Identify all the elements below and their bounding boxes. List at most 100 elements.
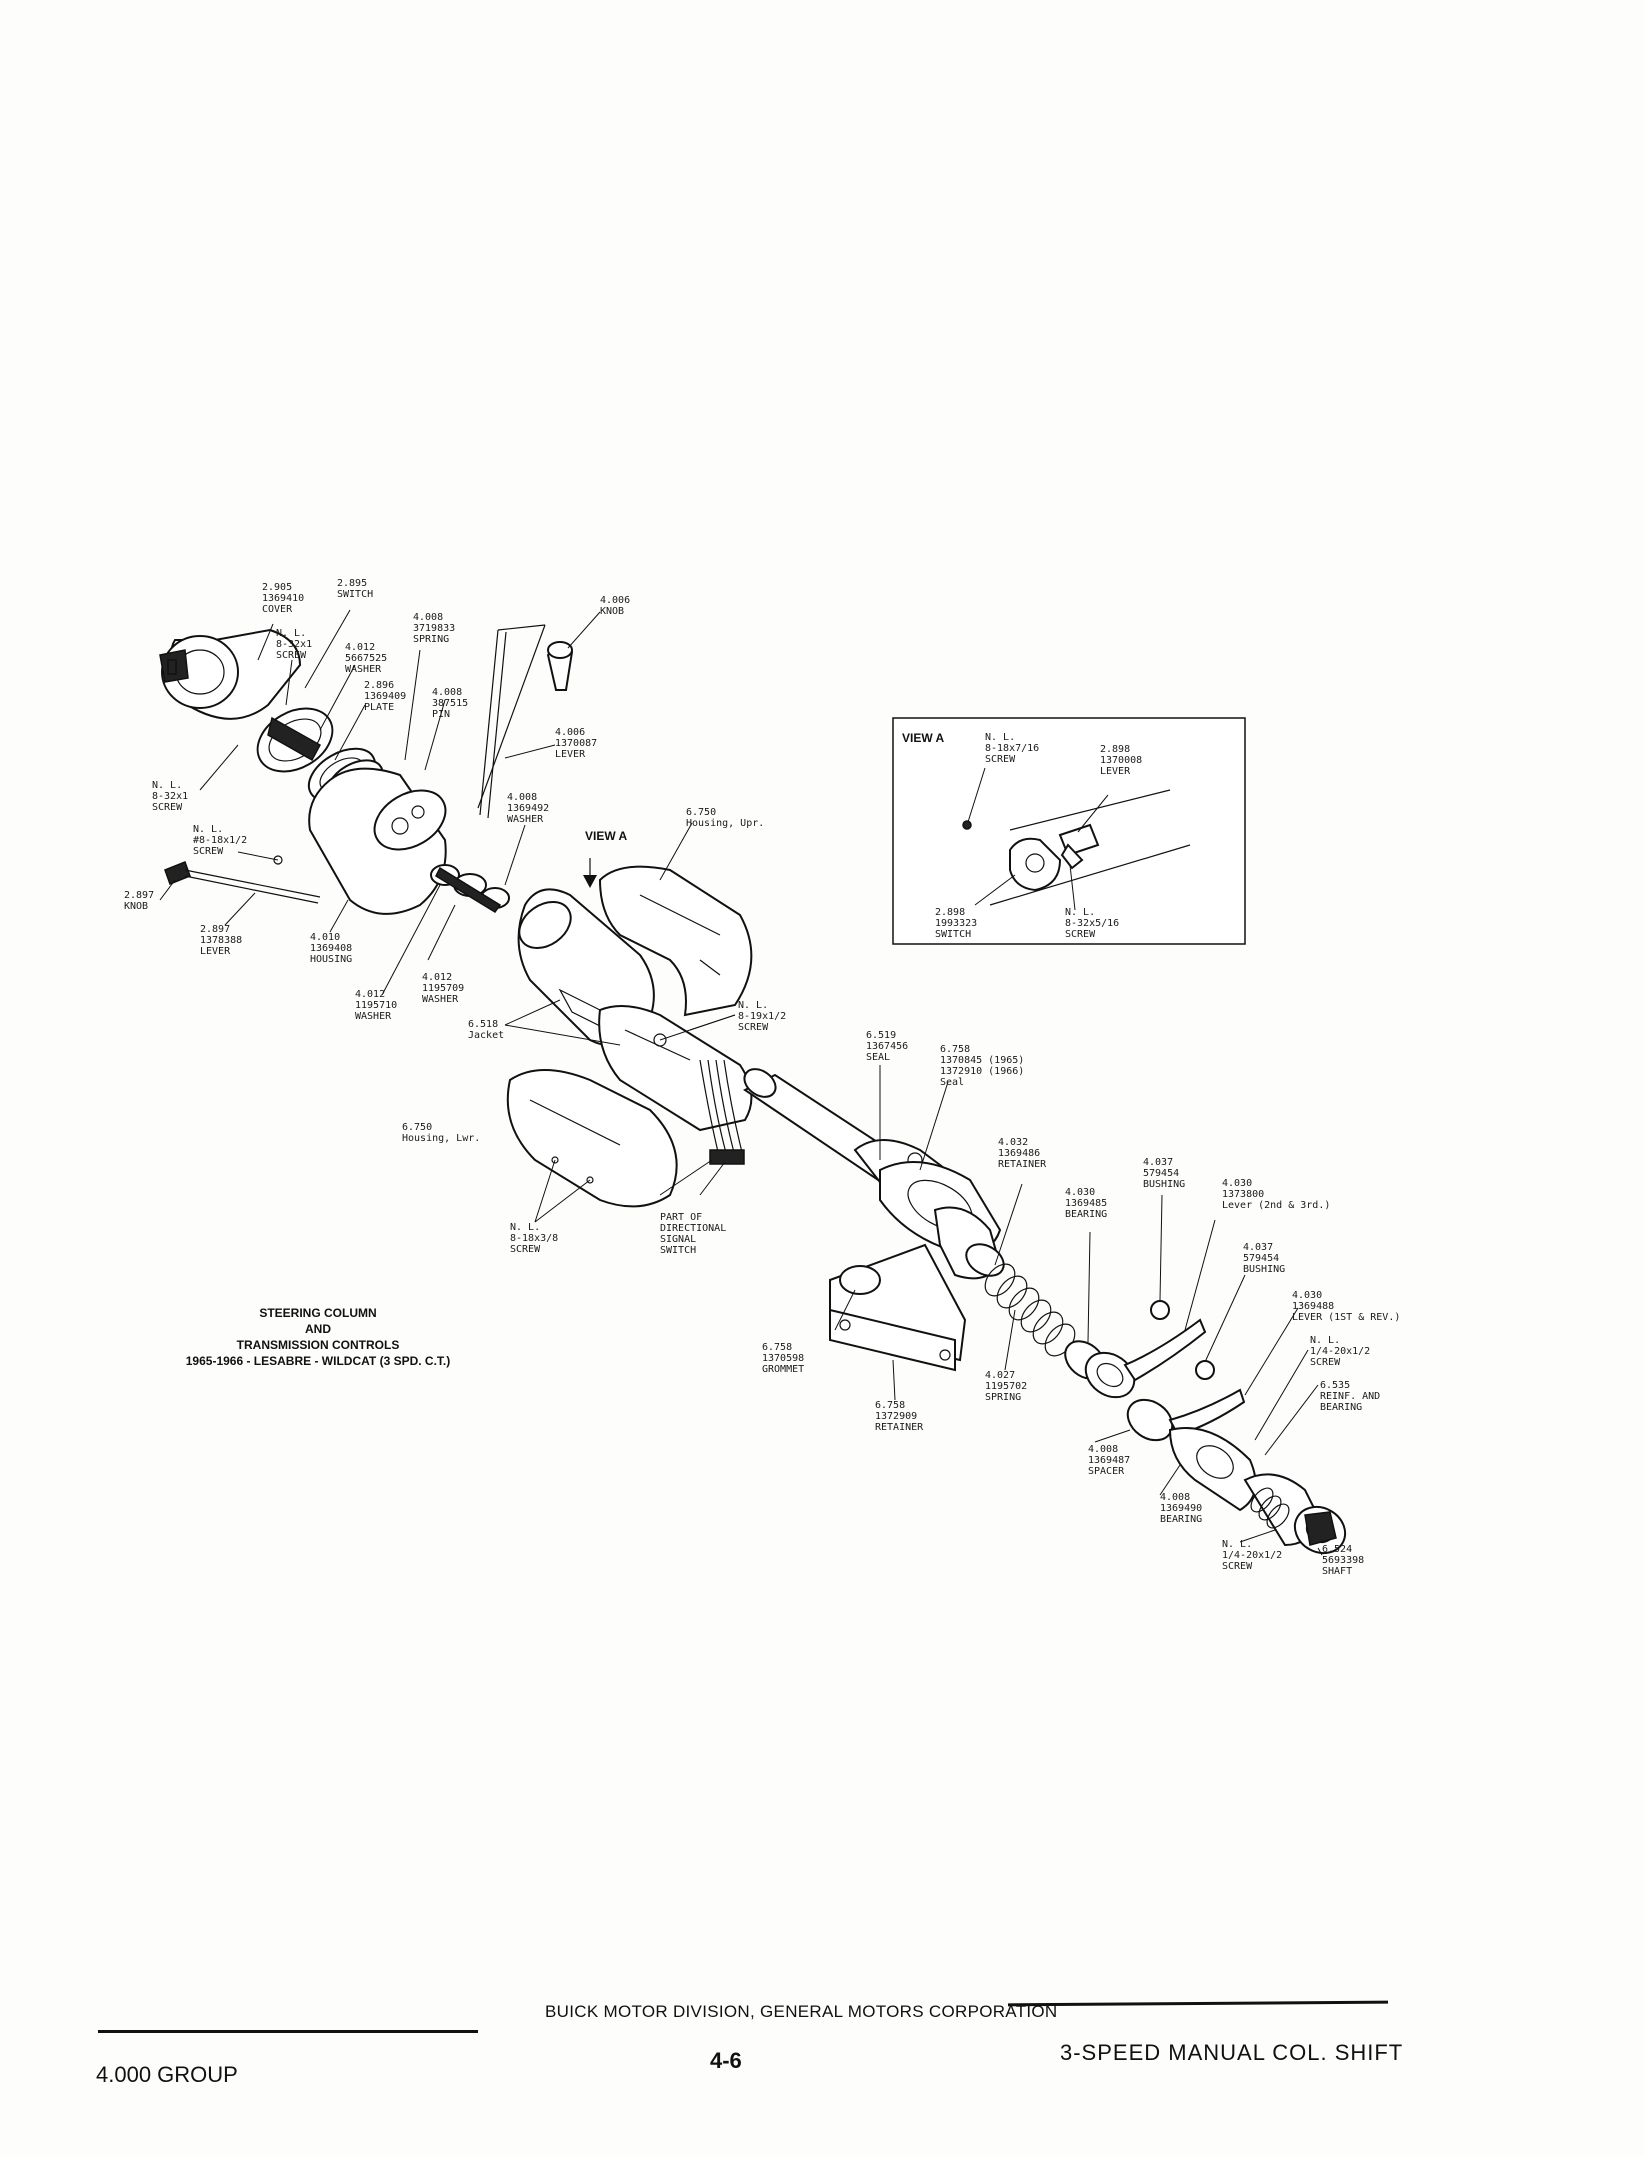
callout-line: 6.535 bbox=[1320, 1380, 1350, 1391]
callout-line: DIRECTIONAL bbox=[660, 1223, 726, 1234]
callout-line: 4.008 bbox=[432, 687, 462, 698]
callout-line: 1369486 bbox=[998, 1148, 1040, 1159]
callout-line: BUSHING bbox=[1243, 1264, 1285, 1275]
callout-line: 6.519 bbox=[866, 1030, 896, 1041]
footer-subject: 3-SPEED MANUAL COL. SHIFT bbox=[1060, 2040, 1404, 2065]
callout-line: 2.898 bbox=[1100, 744, 1130, 755]
turn-signal-lever bbox=[477, 624, 574, 819]
callout-line: 2.905 bbox=[262, 582, 292, 593]
callout-line: 1369487 bbox=[1088, 1455, 1130, 1466]
callout-line: 1378388 bbox=[200, 935, 242, 946]
callout-line: 1993323 bbox=[935, 918, 977, 929]
callout-line: 4.008 bbox=[507, 792, 537, 803]
callout-line: 6.758 bbox=[762, 1342, 792, 1353]
callout-line: 4.032 bbox=[998, 1137, 1028, 1148]
callout-line: SPRING bbox=[985, 1392, 1021, 1403]
callout-line: LEVER bbox=[200, 946, 231, 957]
callout-line: 1/4-20x1/2 bbox=[1310, 1346, 1370, 1357]
callout-line: 5693398 bbox=[1322, 1555, 1364, 1566]
callout-line: RETAINER bbox=[998, 1159, 1047, 1170]
callout-line: 4.037 bbox=[1143, 1157, 1173, 1168]
callout-line: PLATE bbox=[364, 702, 394, 713]
housing-upper-6750 bbox=[598, 865, 753, 1017]
callout-line: 4.027 bbox=[985, 1370, 1015, 1381]
callout-line: 4.030 bbox=[1065, 1187, 1095, 1198]
callout-line: N. L. bbox=[1310, 1335, 1340, 1346]
shift-lever-left bbox=[164, 855, 321, 904]
callout-line: Housing, Lwr. bbox=[402, 1133, 480, 1144]
callout-line: SWITCH bbox=[935, 929, 971, 940]
leader-lines bbox=[159, 609, 1323, 1556]
callout-line: 1370845 (1965) bbox=[940, 1055, 1024, 1066]
callout-line: 387515 bbox=[432, 698, 468, 709]
grommet-retainer bbox=[829, 1243, 967, 1372]
callout-line: COVER bbox=[262, 604, 293, 615]
callout-line: 8-32x1 bbox=[276, 639, 312, 650]
washers-stack bbox=[430, 864, 510, 914]
callout-line: 1195710 bbox=[355, 1000, 397, 1011]
callout-line: 4.006 bbox=[600, 595, 630, 606]
callout-line: 579454 bbox=[1243, 1253, 1279, 1264]
callout-line: 1195709 bbox=[422, 983, 464, 994]
callout-line: 6.758 bbox=[940, 1044, 970, 1055]
callout-line: LEVER bbox=[1100, 766, 1131, 777]
callout-line: 8-32x1 bbox=[152, 791, 188, 802]
callout-line: Lever (2nd & 3rd.) bbox=[1222, 1200, 1330, 1211]
callout-line: 6.750 bbox=[686, 807, 716, 818]
callout-line: SHAFT bbox=[1322, 1566, 1352, 1577]
callout-line: GROMMET bbox=[762, 1364, 804, 1375]
callout-line: SPACER bbox=[1088, 1466, 1125, 1477]
callout-line: LEVER (1ST & REV.) bbox=[1292, 1312, 1400, 1323]
callout-line: SCREW bbox=[1310, 1357, 1341, 1368]
callout-line: 4.037 bbox=[1243, 1242, 1273, 1253]
callout-line: 3719833 bbox=[413, 623, 455, 634]
callout-line: 2.897 bbox=[200, 924, 230, 935]
callout-line: 1367456 bbox=[866, 1041, 908, 1052]
callout-line: 4.010 bbox=[310, 932, 340, 943]
callout-line: 1369485 bbox=[1065, 1198, 1107, 1209]
callout-line: 8-32x5/16 bbox=[1065, 918, 1119, 929]
callout-line: 4.008 bbox=[1160, 1492, 1190, 1503]
callout-line: 2.898 bbox=[935, 907, 965, 918]
callout-line: 5667525 bbox=[345, 653, 387, 664]
callout-line: SCREW bbox=[738, 1022, 769, 1033]
callout-line: Housing, Upr. bbox=[686, 818, 764, 829]
title-line: 1965-1966 - LESABRE - WILDCAT (3 SPD. C.… bbox=[186, 1354, 451, 1368]
callout-line: SWITCH bbox=[660, 1245, 696, 1256]
callout-line: 6.750 bbox=[402, 1122, 432, 1133]
callout-line: 1373800 bbox=[1222, 1189, 1264, 1200]
callout-line: 579454 bbox=[1143, 1168, 1179, 1179]
spring-retainer bbox=[933, 1206, 1106, 1380]
callout-line: 2.896 bbox=[364, 680, 394, 691]
callout-line: N. L. bbox=[1222, 1539, 1252, 1550]
callout-line: 1370598 bbox=[762, 1353, 804, 1364]
callout-line: Seal bbox=[940, 1077, 964, 1088]
callout-line: PIN bbox=[432, 709, 450, 720]
callout-line: 1369409 bbox=[364, 691, 406, 702]
callout-line: 1370087 bbox=[555, 738, 597, 749]
callout-line: BEARING bbox=[1160, 1514, 1202, 1525]
